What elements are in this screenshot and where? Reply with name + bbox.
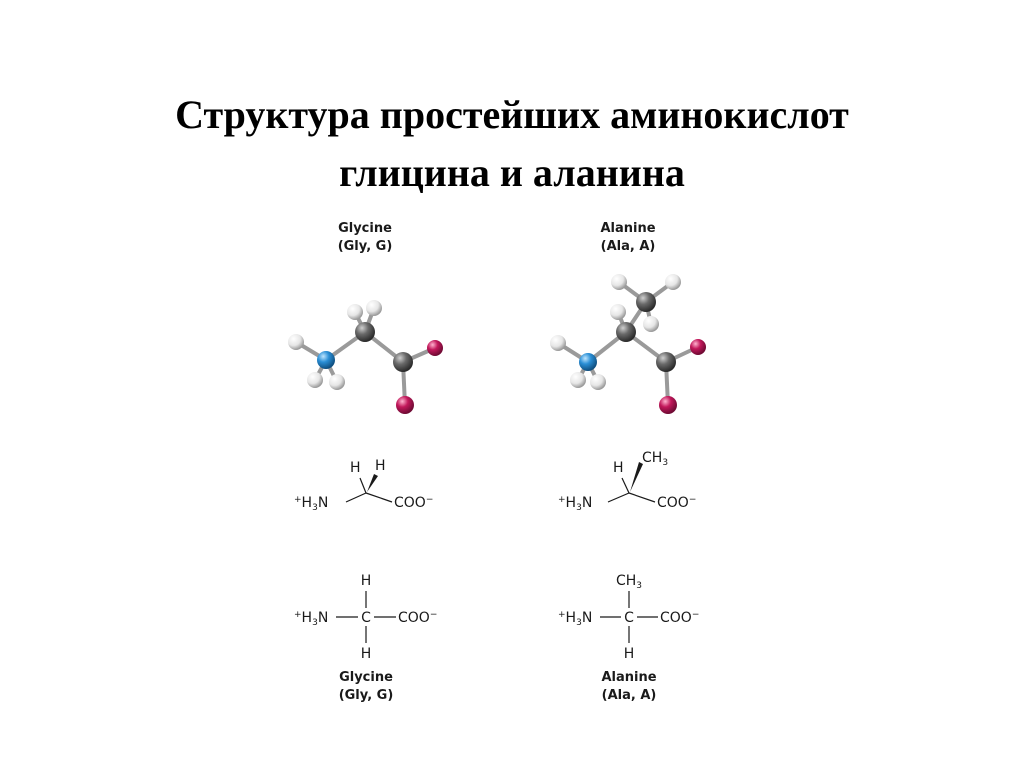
alanine-fischer-center: C (624, 610, 634, 626)
alanine-hydrogen-atom (570, 372, 586, 388)
alanine-stereo-carboxyl: COO− (657, 495, 696, 511)
glycine-ball-stick-model (288, 300, 443, 414)
alanine-oxygen-atom (659, 396, 677, 414)
alanine-hydrogen-atom (665, 274, 681, 290)
alanine-stereo-methyl: CH3 (642, 450, 668, 468)
alanine-alpha-carbon-atom (616, 322, 636, 342)
glycine-alpha-carbon-atom (355, 322, 375, 342)
glycine-fischer-center: C (361, 610, 371, 626)
glycine-fischer-bottom: H (361, 646, 372, 662)
glycine-fischer-projection: H +H3N C COO− H (294, 573, 437, 662)
alanine-abbr-label: (Ala, A) (601, 239, 656, 254)
glycine-wedge-bond (367, 474, 378, 492)
glycine-carboxyl-carbon-atom (393, 352, 413, 372)
glycine-stereo-h-right: H (375, 458, 386, 474)
glycine-abbr-label: (Gly, G) (338, 239, 393, 254)
alanine-hydrogen-atom (590, 374, 606, 390)
alanine-stereo-amine: +H3N (558, 495, 592, 513)
alanine-fischer-carboxyl: COO− (660, 610, 699, 626)
slide-title-line1: Структура простейших аминокислот (175, 92, 849, 137)
alanine-hydrogen-atom (643, 316, 659, 332)
amino-acid-diagram: Glycine (Gly, G) Alanine (Ala, A) (288, 221, 706, 703)
alanine-oxygen-atom (690, 339, 706, 355)
glycine-stereo-h-left: H (350, 460, 361, 476)
alanine-fischer-amine: +H3N (558, 610, 592, 628)
alanine-ball-stick-model (550, 274, 706, 414)
alanine-hydrogen-atom (550, 335, 566, 351)
glycine-hydrogen-atom (307, 372, 323, 388)
alanine-fischer-top: CH3 (616, 573, 642, 591)
alanine-stereo-formula: H CH3 +H3N COO− (558, 450, 696, 513)
alanine-fischer-bottom: H (624, 646, 635, 662)
alanine-carboxyl-carbon-atom (656, 352, 676, 372)
alanine-hydrogen-atom (610, 304, 626, 320)
glycine-oxygen-atom (427, 340, 443, 356)
glycine-stereo-carboxyl: COO− (394, 495, 433, 511)
glycine-hydrogen-atom (329, 374, 345, 390)
glycine-nitrogen-atom (317, 351, 335, 369)
slide-title: Структура простейших аминокислот глицина… (0, 86, 1024, 202)
glycine-stereo-formula: H H +H3N COO− (294, 458, 433, 513)
alanine-hydrogen-atom (611, 274, 627, 290)
alanine-fischer-projection: CH3 +H3N C COO− H (558, 573, 699, 662)
alanine-methyl-carbon-atom (636, 292, 656, 312)
glycine-fischer-top: H (361, 573, 372, 589)
glycine-hydrogen-atom (347, 304, 363, 320)
glycine-stereo-amine: +H3N (294, 495, 328, 513)
slide-title-line2: глицина и аланина (339, 150, 685, 195)
alanine-name-label: Alanine (600, 221, 655, 236)
glycine-caption-name: Glycine (339, 670, 393, 685)
glycine-oxygen-atom (396, 396, 414, 414)
glycine-hydrogen-atom (288, 334, 304, 350)
alanine-wedge-bond (630, 462, 643, 492)
glycine-name-label: Glycine (338, 221, 392, 236)
alanine-nitrogen-atom (579, 353, 597, 371)
glycine-fischer-amine: +H3N (294, 610, 328, 628)
amino-acid-figure: Glycine (Gly, G) Alanine (Ala, A) (270, 200, 750, 724)
alanine-caption-abbr: (Ala, A) (602, 688, 657, 703)
glycine-hydrogen-atom (366, 300, 382, 316)
glycine-fischer-carboxyl: COO− (398, 610, 437, 626)
alanine-stereo-h-left: H (613, 460, 624, 476)
glycine-caption-abbr: (Gly, G) (339, 688, 394, 703)
alanine-caption-name: Alanine (601, 670, 656, 685)
